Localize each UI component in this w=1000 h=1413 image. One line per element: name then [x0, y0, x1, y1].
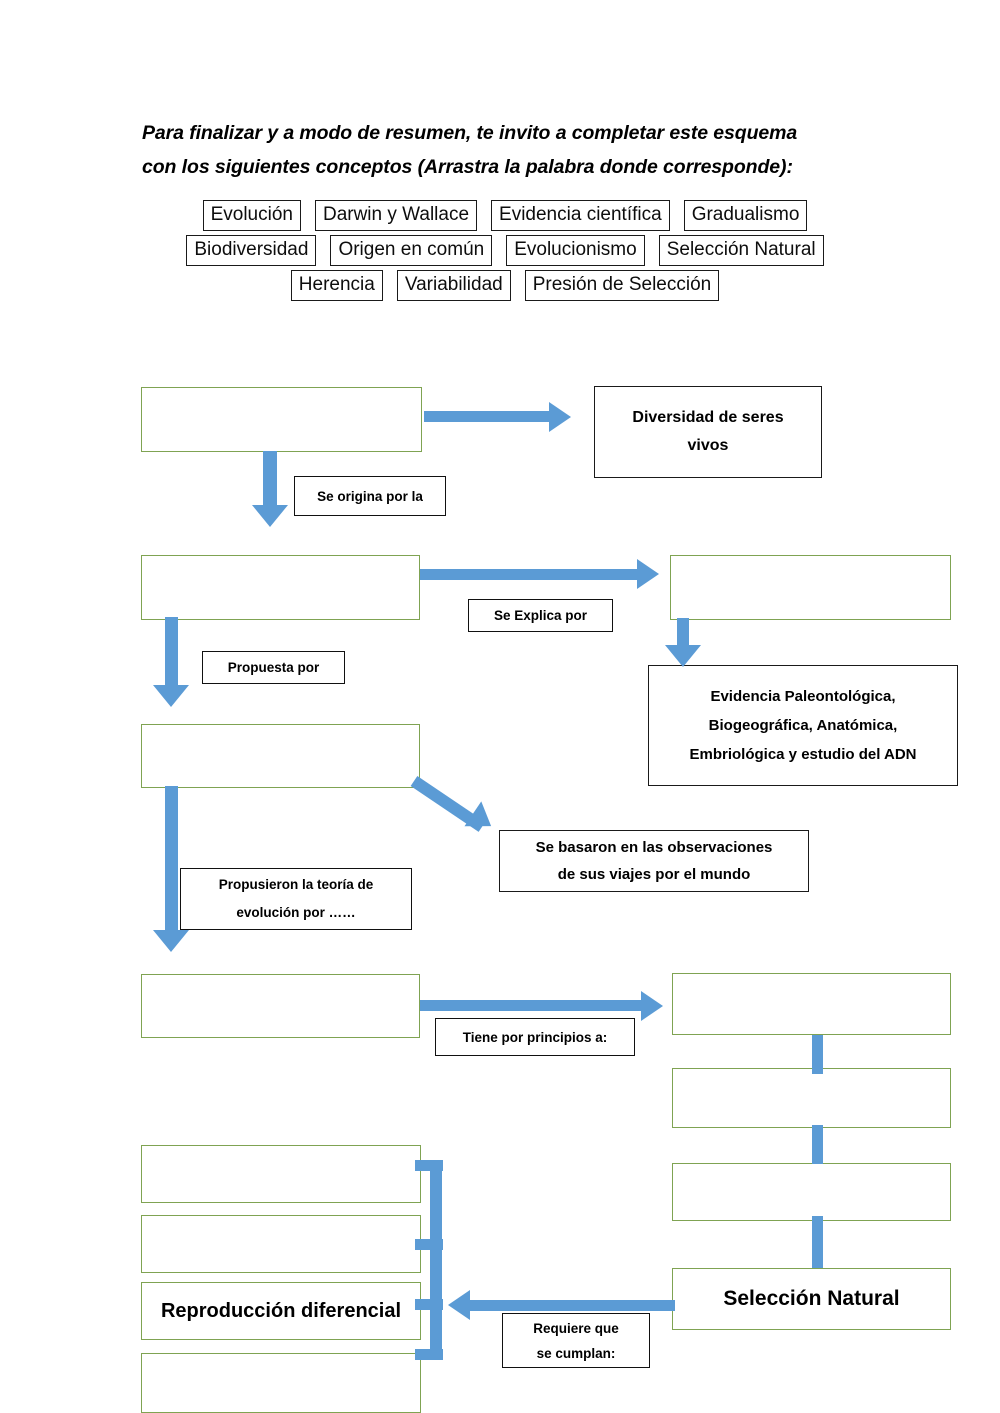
- word-chip-evolucionismo[interactable]: Evolucionismo: [506, 235, 645, 266]
- drop-slot-11[interactable]: [141, 1353, 421, 1413]
- word-chip-presion-de-seleccion[interactable]: Presión de Selección: [524, 270, 720, 301]
- word-bank: Evolución Darwin y Wallace Evidencia cie…: [150, 200, 860, 305]
- label-propuesta-por: Propuesta por: [202, 651, 345, 684]
- label-requiere-que-se-cumplan: Requiere que se cumplan:: [502, 1313, 650, 1368]
- box-evidencias: Evidencia Paleontológica, Biogeográfica,…: [648, 665, 958, 786]
- drop-slot-8[interactable]: [672, 1163, 951, 1221]
- label-tiene-principios-text: Tiene por principios a:: [462, 1029, 608, 1045]
- label-se-explica-por: Se Explica por: [468, 599, 613, 632]
- drop-slot-3[interactable]: [670, 555, 951, 620]
- box-diversidad-de-seres-vivos: Diversidad de seres vivos: [594, 386, 822, 478]
- word-chip-herencia[interactable]: Herencia: [290, 270, 383, 301]
- word-chip-gradualismo[interactable]: Gradualismo: [683, 200, 808, 231]
- word-chip-evidencia-cientifica[interactable]: Evidencia científica: [491, 200, 670, 231]
- box-evidencias-text: Evidencia Paleontológica, Biogeográfica,…: [689, 688, 917, 763]
- box-diversidad-text: Diversidad de seres vivos: [632, 409, 784, 454]
- drop-slot-9[interactable]: [141, 1145, 421, 1203]
- drop-slot-2[interactable]: [141, 555, 420, 620]
- drop-slot-4[interactable]: [141, 724, 420, 788]
- label-se-origina-text: Se origina por la: [317, 488, 423, 504]
- label-propusieron-teoria: Propusieron la teoría de evolución por ……: [180, 868, 412, 930]
- word-chip-seleccion-natural[interactable]: Selección Natural: [658, 235, 824, 266]
- label-propuesta-text: Propuesta por: [227, 660, 320, 675]
- word-chip-variabilidad[interactable]: Variabilidad: [396, 270, 511, 301]
- label-requiere-text: Requiere que se cumplan:: [533, 1320, 619, 1361]
- drop-slot-6[interactable]: [672, 973, 951, 1035]
- drop-slot-5[interactable]: [141, 974, 420, 1038]
- drop-slot-10[interactable]: [141, 1215, 421, 1273]
- box-seleccion-natural: Selección Natural: [672, 1268, 951, 1330]
- drop-slot-7[interactable]: [672, 1068, 951, 1128]
- instructions-text: Para finalizar y a modo de resumen, te i…: [142, 116, 882, 184]
- instructions-line-1: Para finalizar y a modo de resumen, te i…: [142, 122, 798, 144]
- word-chip-darwin-wallace[interactable]: Darwin y Wallace: [314, 200, 478, 231]
- box-observaciones-text: Se basaron en las observaciones de sus v…: [535, 839, 773, 883]
- box-seleccion-natural-text: Selección Natural: [723, 1287, 900, 1310]
- label-se-explica-text: Se Explica por: [493, 608, 588, 623]
- word-chip-evolucion[interactable]: Evolución: [202, 200, 301, 231]
- box-observaciones-viajes: Se basaron en las observaciones de sus v…: [499, 830, 809, 892]
- word-bank-row-2: Biodiversidad Origen en común Evolucioni…: [150, 235, 860, 266]
- label-propusieron-text: Propusieron la teoría de evolución por ……: [218, 877, 374, 920]
- drop-slot-1[interactable]: [141, 387, 422, 452]
- label-tiene-por-principios: Tiene por principios a:: [435, 1018, 635, 1056]
- word-bank-row-1: Evolución Darwin y Wallace Evidencia cie…: [150, 200, 860, 231]
- word-bank-row-3: Herencia Variabilidad Presión de Selecci…: [150, 270, 860, 301]
- box-reproduccion-diferencial: Reproducción diferencial: [141, 1282, 421, 1340]
- instructions-line-2: con los siguientes conceptos (Arrastra l…: [142, 156, 793, 178]
- box-reproduccion-text: Reproducción diferencial: [160, 1300, 402, 1322]
- word-chip-origen-en-comun[interactable]: Origen en común: [330, 235, 493, 266]
- label-se-origina-por-la: Se origina por la: [294, 476, 446, 516]
- word-chip-biodiversidad[interactable]: Biodiversidad: [186, 235, 317, 266]
